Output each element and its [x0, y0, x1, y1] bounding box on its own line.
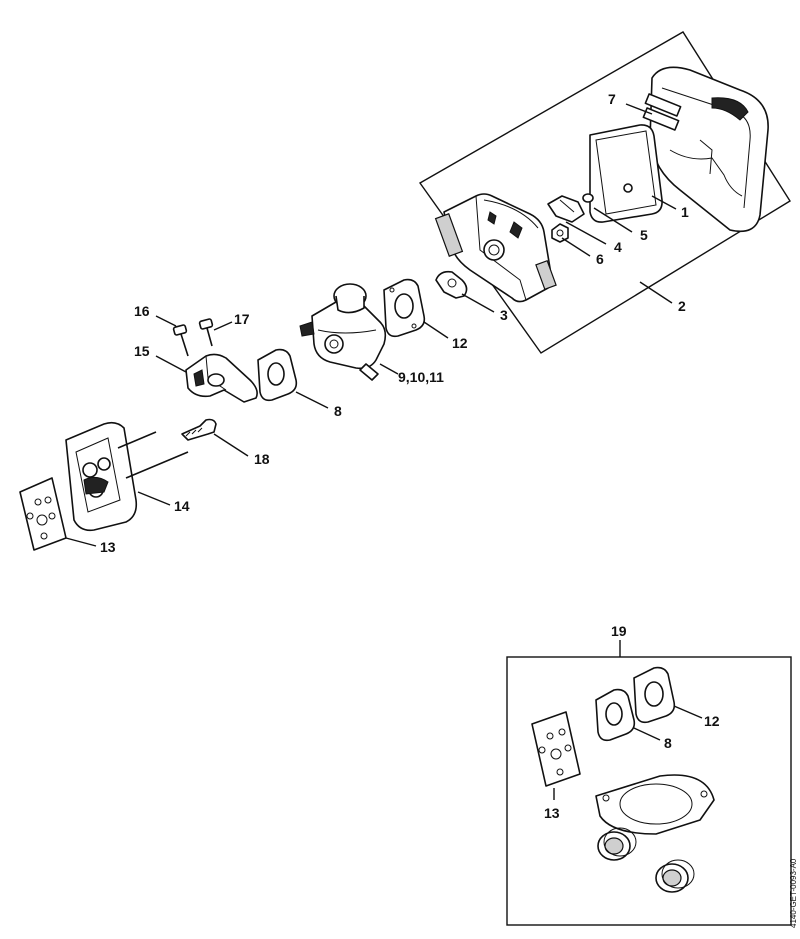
screw-17[interactable] [198, 318, 214, 347]
screw-16[interactable] [172, 324, 189, 357]
kit-shaft-seal-1[interactable] [597, 827, 637, 861]
nut-6[interactable] [551, 223, 569, 243]
air-filter-cover[interactable] [642, 66, 769, 233]
gasket-12[interactable] [383, 278, 426, 338]
gasket-13[interactable] [19, 477, 67, 551]
kit-cylinder-gasket[interactable] [595, 774, 715, 835]
kit-gasket-8[interactable] [595, 688, 636, 742]
air-filter[interactable] [589, 124, 663, 223]
kit-gasket-13[interactable] [531, 711, 581, 787]
gasket-8[interactable] [257, 348, 298, 402]
label-kit-part-8: 8 [664, 735, 672, 751]
label-part-9-10-11: 9,10,11 [398, 369, 444, 385]
washer-5[interactable] [582, 193, 594, 203]
label-part-2: 2 [678, 298, 686, 314]
choke-shaft-4[interactable] [547, 195, 585, 223]
label-kit-part-13: 13 [544, 805, 560, 821]
label-part-4: 4 [614, 239, 622, 255]
label-part-5: 5 [640, 227, 648, 243]
leader-lines [65, 103, 677, 547]
label-part-7: 7 [608, 91, 616, 107]
intake-manifold[interactable] [185, 353, 258, 403]
gasket-kit-frame [506, 656, 792, 926]
label-part-17: 17 [234, 311, 250, 327]
label-part-15: 15 [134, 343, 150, 359]
label-part-6: 6 [596, 251, 604, 267]
carburetor-box[interactable] [434, 193, 557, 303]
label-part-1: 1 [681, 204, 689, 220]
drawing-code: 4140-GET-0093-A0 [789, 858, 798, 928]
carburetor[interactable] [299, 283, 387, 381]
choke-lever[interactable] [435, 270, 468, 299]
label-part-3: 3 [500, 307, 508, 323]
kit-gasket-12[interactable] [633, 666, 676, 724]
screw-18[interactable] [181, 418, 217, 441]
label-part-13: 13 [100, 539, 116, 555]
assembly-frame-2 [418, 31, 791, 354]
label-part-8: 8 [334, 403, 342, 419]
label-part-18: 18 [254, 451, 270, 467]
kit-shaft-seal-2[interactable] [655, 859, 695, 893]
label-part-12: 12 [452, 335, 468, 351]
label-part-16: 16 [134, 303, 150, 319]
label-part-14: 14 [174, 498, 190, 514]
label-kit-part-12: 12 [704, 713, 720, 729]
flange-14[interactable] [65, 421, 189, 532]
label-part-19: 19 [611, 623, 627, 639]
